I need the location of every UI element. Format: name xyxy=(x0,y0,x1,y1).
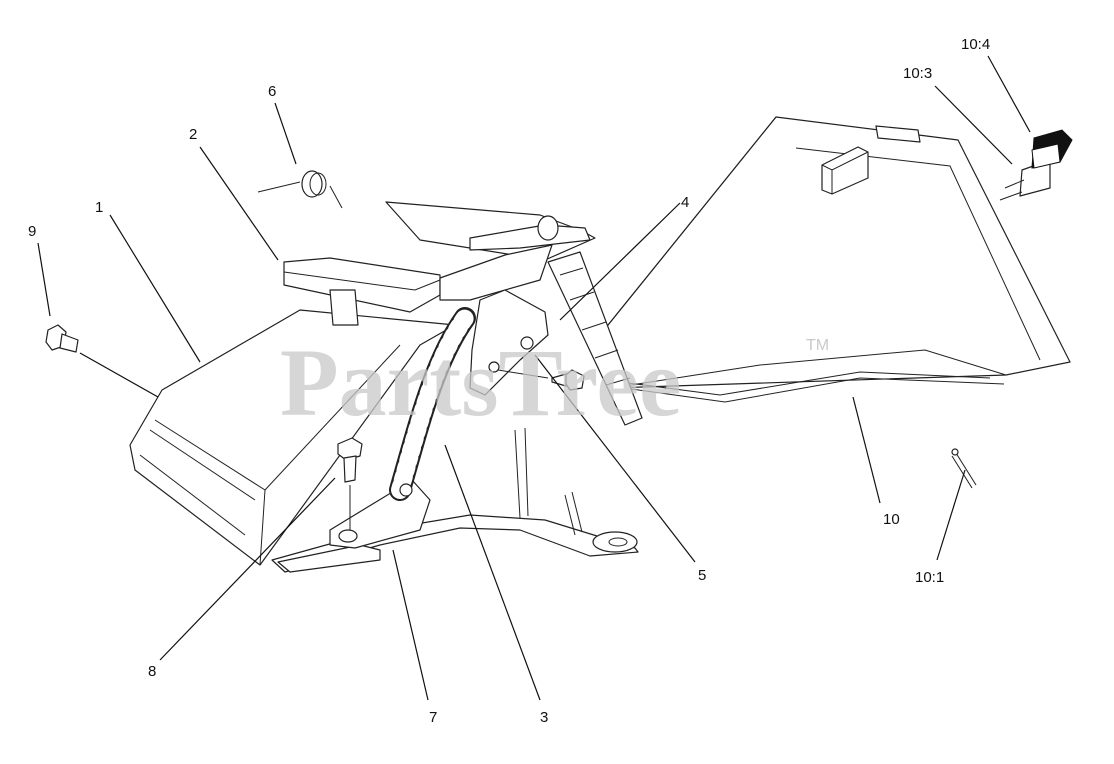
part-8-bolt[interactable] xyxy=(337,437,363,530)
callout-9[interactable]: 9 xyxy=(28,223,36,240)
callout-labels: 1 2 3 4 5 6 7 8 9 10 10:1 10:3 10:4 xyxy=(28,36,990,726)
callout-1[interactable]: 1 xyxy=(95,199,103,216)
callout-8[interactable]: 8 xyxy=(148,663,156,680)
part-10-4-knob[interactable] xyxy=(1031,129,1073,169)
callout-10-1[interactable]: 10:1 xyxy=(915,569,944,586)
part-5-screw[interactable] xyxy=(497,369,585,391)
callout-4[interactable]: 4 xyxy=(681,194,689,211)
part-1-deflector[interactable] xyxy=(129,309,456,566)
part-4-bracket[interactable] xyxy=(469,289,549,396)
callout-7[interactable]: 7 xyxy=(429,709,437,726)
part-7-bracket[interactable] xyxy=(271,427,639,573)
watermark-trademark: TM xyxy=(806,337,829,354)
part-10-1-pin[interactable] xyxy=(951,448,977,489)
watermark-text: PartsTree xyxy=(280,329,682,436)
callout-5[interactable]: 5 xyxy=(698,567,706,584)
leader-lines xyxy=(37,55,1031,701)
callout-2[interactable]: 2 xyxy=(189,126,197,143)
callout-10-3[interactable]: 10:3 xyxy=(903,65,932,82)
callout-10-4[interactable]: 10:4 xyxy=(961,36,990,53)
part-6-torsion-spring[interactable] xyxy=(257,170,343,209)
callout-3[interactable]: 3 xyxy=(540,709,548,726)
callout-6[interactable]: 6 xyxy=(268,83,276,100)
part-3-spring[interactable] xyxy=(329,307,476,549)
watermark: PartsTree TM xyxy=(280,329,829,436)
part-9-bolt[interactable] xyxy=(45,324,79,353)
support-ladder xyxy=(547,251,643,426)
callout-10[interactable]: 10 xyxy=(883,511,900,528)
part-2-handle[interactable] xyxy=(283,201,596,326)
